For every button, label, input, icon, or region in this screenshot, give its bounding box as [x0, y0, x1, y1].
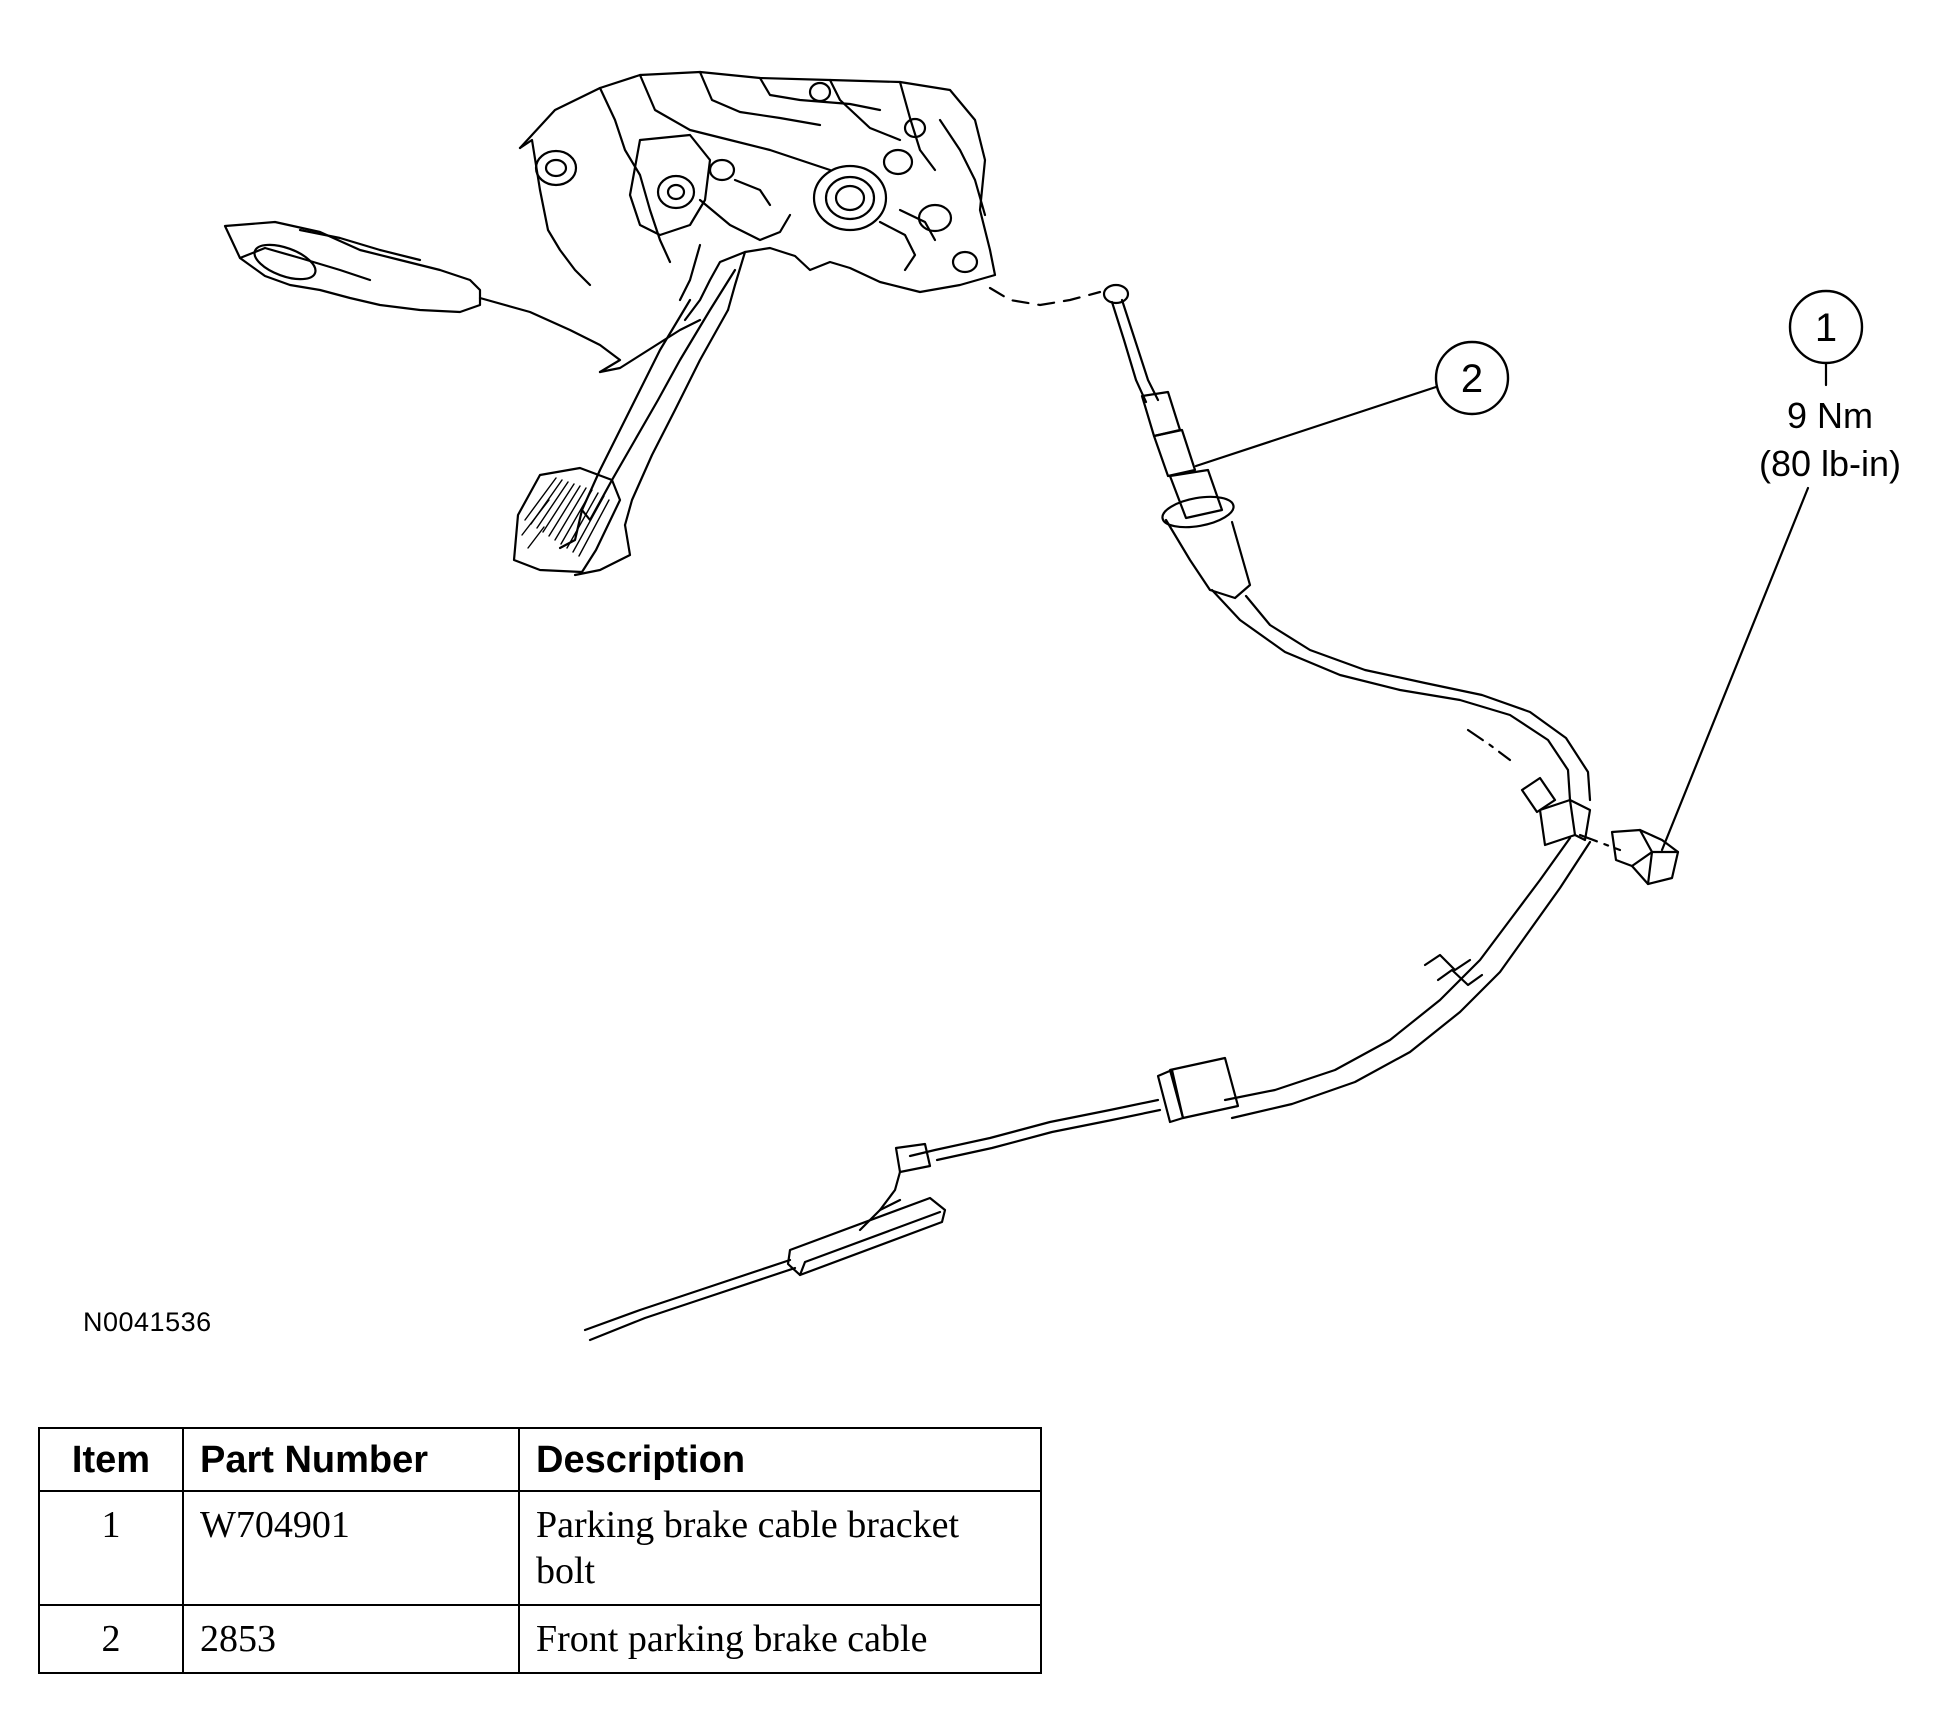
parts-table: Item Part Number Description 1 W704901 P…: [38, 1427, 1042, 1674]
brake-pedal: [512, 268, 737, 577]
pedal-bracket-assembly: [518, 70, 997, 322]
callout-1: 1 9 Nm (80 lb-in): [1660, 289, 1901, 852]
front-parking-brake-cable: [583, 283, 1592, 1342]
parking-brake-pedal: [223, 220, 702, 374]
table-row: 2 2853 Front parking brake cable: [38, 1604, 1042, 1674]
callout-1-number: 1: [1815, 306, 1837, 350]
header-item: Item: [38, 1427, 184, 1492]
callout-1-leader: [1660, 486, 1810, 852]
row-part-number: W704901: [182, 1490, 520, 1606]
row-part-number: 2853: [182, 1604, 520, 1674]
row-item: 2: [38, 1604, 184, 1674]
row-description: Front parking brake cable: [518, 1604, 1042, 1674]
callout-2-leader: [1194, 385, 1438, 468]
table-row: 1 W704901 Parking brake cable bracket bo…: [38, 1490, 1042, 1606]
header-part-number: Part Number: [182, 1427, 520, 1492]
parts-table-header: Item Part Number Description: [38, 1427, 1042, 1492]
bracket-bolt: [1466, 728, 1680, 886]
pedal-pad: [512, 466, 622, 574]
torque-metric-label: 9 Nm: [1787, 395, 1873, 436]
callout-2-number: 2: [1461, 357, 1483, 401]
header-description: Description: [518, 1427, 1042, 1492]
callout-2: 2: [1194, 340, 1510, 468]
torque-imperial-label: (80 lb-in): [1759, 443, 1901, 484]
figure-id: N0041536: [83, 1307, 212, 1337]
row-description: Parking brake cable bracket bolt: [518, 1490, 1042, 1606]
row-item: 1: [38, 1490, 184, 1606]
